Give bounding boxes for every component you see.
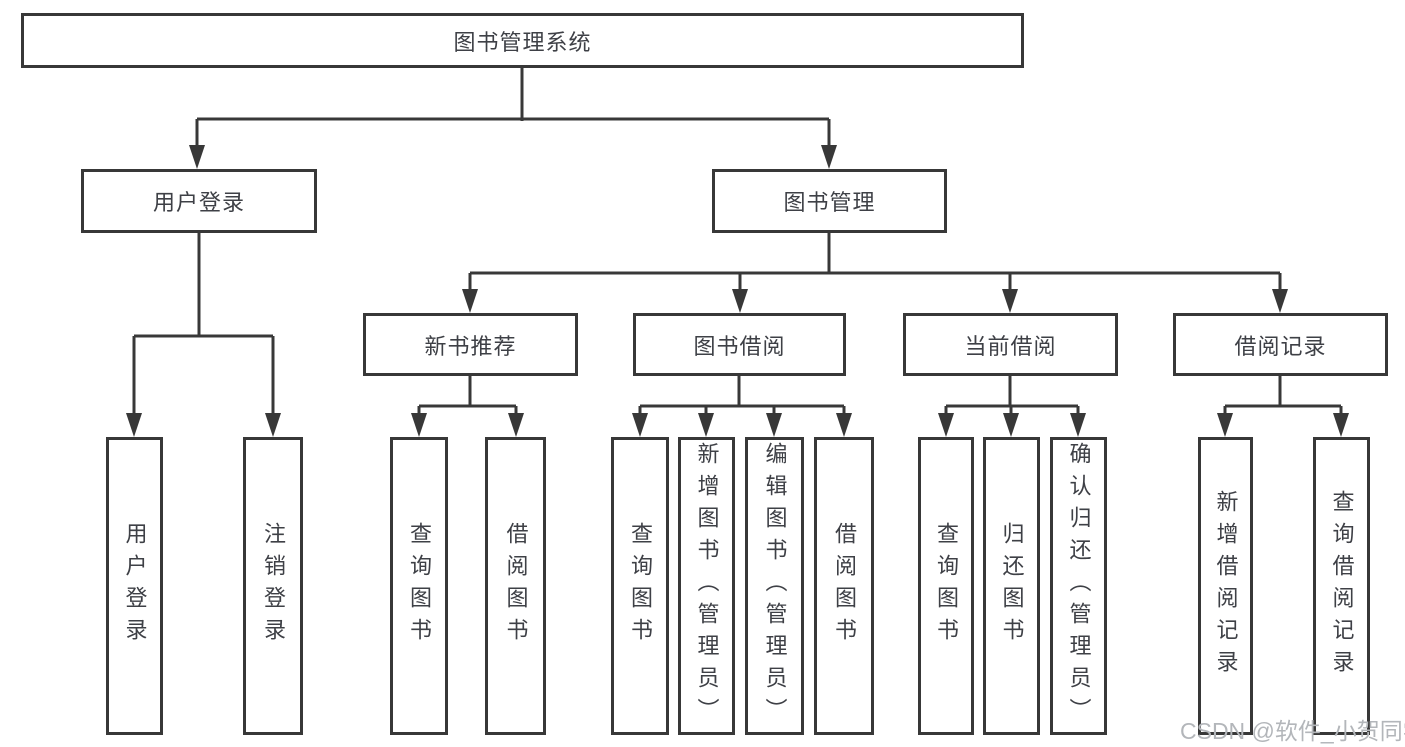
leaf-search-books-borrow: 查询图书	[611, 437, 669, 735]
leaf-search-books-recommend: 查询图书	[390, 437, 448, 735]
node-current-borrow: 当前借阅	[903, 313, 1118, 376]
leaf-add-borrow-record: 新增借阅记录	[1198, 437, 1253, 735]
leaf-search-borrow-record: 查询借阅记录	[1313, 437, 1370, 735]
leaf-confirm-return-admin: 确认归还（管理员）	[1050, 437, 1107, 735]
leaf-logout: 注销登录	[243, 437, 303, 735]
leaf-user-login: 用户登录	[106, 437, 163, 735]
leaf-borrow-books-recommend: 借阅图书	[485, 437, 546, 735]
watermark: CSDN @软件_小贺同学	[1180, 718, 1405, 744]
leaf-edit-book-admin: 编辑图书（管理员）	[745, 437, 804, 735]
leaf-add-book-admin: 新增图书（管理员）	[678, 437, 735, 735]
node-root: 图书管理系统	[21, 13, 1024, 68]
leaf-search-books-current: 查询图书	[918, 437, 974, 735]
node-borrow-records: 借阅记录	[1173, 313, 1388, 376]
node-new-book-recommend: 新书推荐	[363, 313, 578, 376]
node-book-management: 图书管理	[712, 169, 947, 233]
node-user-login: 用户登录	[81, 169, 317, 233]
leaf-return-book: 归还图书	[983, 437, 1040, 735]
leaf-borrow-books: 借阅图书	[814, 437, 874, 735]
node-book-borrow: 图书借阅	[633, 313, 846, 376]
